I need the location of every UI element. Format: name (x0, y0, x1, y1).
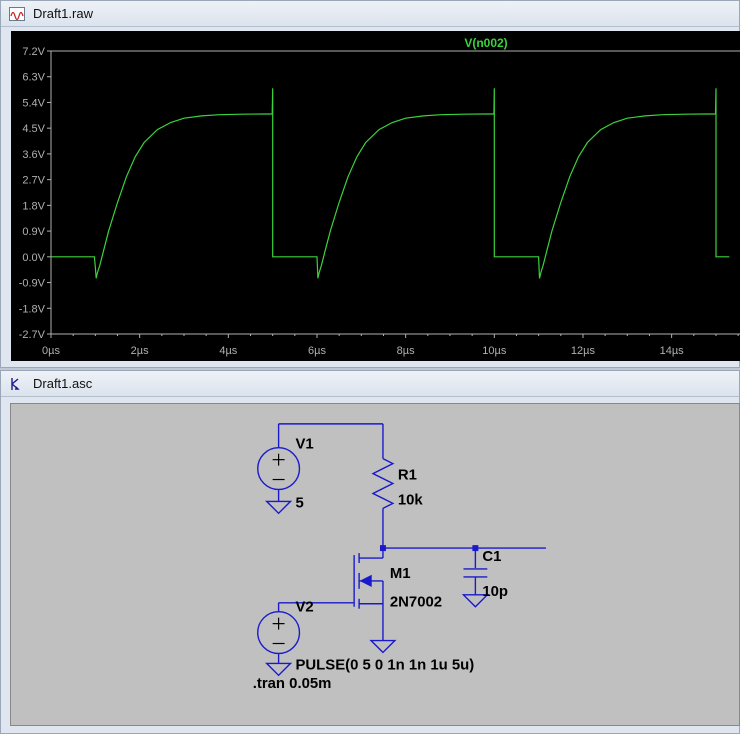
v1-source-symbol[interactable] (257, 423, 383, 515)
x-tick-label: 2µs (131, 345, 149, 357)
schematic-icon (11, 378, 20, 390)
x-tick-label: 10µs (482, 345, 507, 357)
c1-name-label: C1 (482, 549, 501, 565)
schematic-canvas[interactable]: V1 5 R1 10k C1 10p M1 2N7002 V2 PULSE(0 … (10, 403, 740, 726)
y-tick-label: -1.8V (19, 303, 46, 315)
x-tick-label: 4µs (219, 345, 237, 357)
v1-value-label: 5 (295, 495, 303, 511)
v2-name-label: V2 (295, 600, 313, 616)
x-tick-label: 0µs (42, 345, 60, 357)
y-tick-label: -0.9V (19, 278, 46, 290)
y-tick-label: 4.5V (22, 123, 45, 135)
m1-value-label: 2N7002 (390, 595, 442, 611)
c1-value-label: 10p (482, 584, 508, 600)
v2-source-symbol[interactable] (257, 602, 301, 677)
x-tick-label: 8µs (397, 345, 415, 357)
r1-value-label: 10k (398, 492, 424, 508)
plot-window-titlebar[interactable]: Draft1.raw (1, 1, 739, 27)
y-tick-label: 1.8V (22, 200, 45, 212)
tran-directive[interactable]: .tran 0.05m (253, 676, 332, 692)
y-tick-label: 6.3V (22, 72, 45, 84)
y-tick-label: 3.6V (22, 149, 45, 161)
plot-window-title: Draft1.raw (33, 6, 93, 21)
m1-name-label: M1 (390, 566, 411, 582)
plot-window: Draft1.raw 7.2V 6.3V 5.4V 4.5V 3.6V 2.7V 1.8V 0… (0, 0, 740, 368)
x-tick-label: 6µs (308, 345, 326, 357)
r1-name-label: R1 (398, 468, 417, 484)
trace-title[interactable]: V(n002) (464, 36, 507, 50)
schematic-window-titlebar[interactable]: Draft1.asc (1, 371, 739, 397)
y-tick-label: 0.9V (22, 226, 45, 238)
r1-resistor-symbol[interactable] (371, 423, 395, 549)
y-tick-label: 2.7V (22, 175, 45, 187)
x-tick-label: 12µs (571, 345, 596, 357)
plot-frame (50, 50, 740, 335)
y-tick-label: 5.4V (22, 97, 45, 109)
junction-dot (472, 545, 479, 552)
trace-v-n002[interactable] (51, 88, 730, 279)
c1-capacitor-symbol[interactable] (461, 548, 489, 608)
waveform-plot[interactable]: 7.2V 6.3V 5.4V 4.5V 3.6V 2.7V 1.8V 0.9V 0.0V -0.9… (11, 31, 740, 361)
schematic-window-title: Draft1.asc (33, 376, 93, 391)
junction-dot (379, 545, 386, 552)
waveform-icon (9, 7, 25, 21)
v2-value-label: PULSE(0 5 0 1n 1n 1u 5u) (295, 657, 474, 673)
x-tick-label: 14µs (660, 345, 685, 357)
y-tick-label: -2.7V (19, 329, 46, 341)
y-tick-label: 7.2V (22, 46, 45, 58)
y-tick-label: 0.0V (22, 252, 45, 264)
v1-name-label: V1 (295, 437, 313, 453)
